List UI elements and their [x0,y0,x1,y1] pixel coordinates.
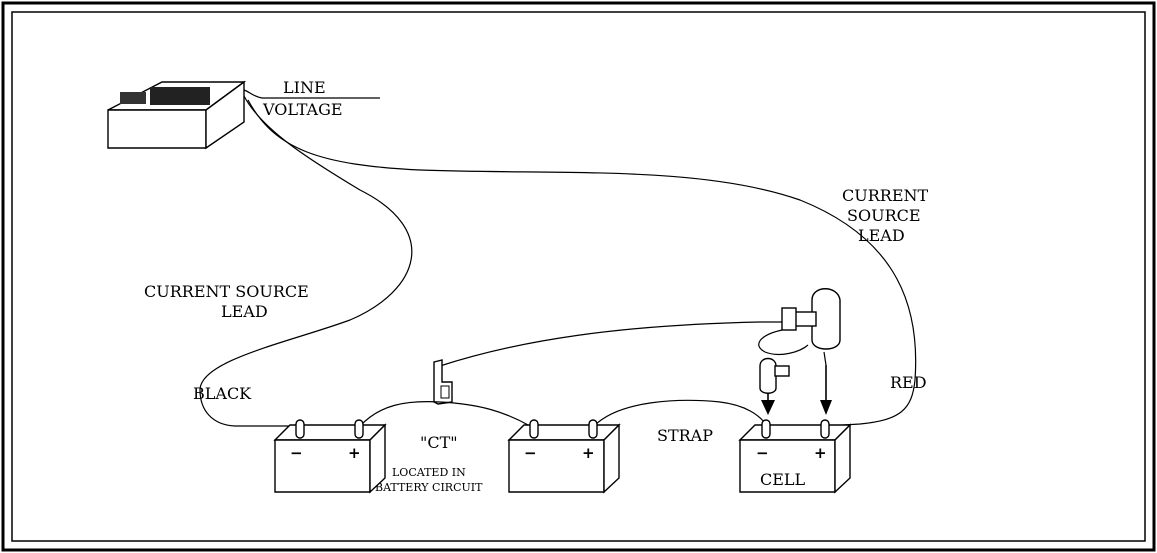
probe-pos-arrow [820,400,832,415]
inner-frame [11,11,1146,542]
probe-clip-jaw [781,307,797,331]
battery-2-pos-post [588,419,598,439]
battery-1: − + [273,419,387,494]
red-label: RED [890,373,927,392]
instrument-front [107,109,207,149]
battery-2-top [507,424,621,441]
ct-battery-circuit: BATTERY CIRCUIT [375,481,483,494]
line-voltage-cord [243,89,380,99]
battery-3-neg-post [761,419,771,439]
voltage-probe-assembly [758,288,841,415]
probe-coil [758,329,809,356]
battery-2-minus: − [524,444,537,462]
probe-neg-clip [774,365,790,377]
probe-neck [823,351,827,366]
line-voltage-label-bottom: VOLTAGE [262,100,343,119]
battery-1-neg-post [295,419,305,439]
battery-3-minus: − [756,444,769,462]
intercell-connector-1 [359,401,531,427]
battery-2-neg-post [529,419,539,439]
battery-3-top [738,424,852,441]
current-source-right-label-2: SOURCE [847,206,921,225]
instrument-display [120,92,146,104]
probe-handle [811,288,841,350]
cell-label: CELL [760,470,806,489]
battery-3-plus: + [814,444,827,462]
probe-neg-arrow [761,400,775,415]
battery-2-plus: + [582,444,595,462]
ct-located-in: LOCATED IN [392,466,466,479]
ct-lead [439,321,790,367]
battery-1-pos-post [354,419,364,439]
battery-1-plus: + [348,444,361,462]
test-instrument [107,80,247,150]
battery-1-side [369,423,386,494]
ct-label: "CT" [420,433,458,452]
battery-1-top [273,424,387,441]
strap-connector [593,399,768,427]
battery-3-side [834,423,851,494]
battery-3-pos-post [820,419,830,439]
red-current-lead [247,99,917,427]
black-label: BLACK [193,384,252,403]
line-voltage-label-top: LINE [283,78,326,97]
battery-3-cell: − + CELL [738,419,852,494]
ct-clamp [433,359,453,405]
strap-label: STRAP [657,426,713,445]
instrument-panel [150,87,210,105]
black-current-lead [199,95,413,427]
probe-neg-handle [759,357,777,394]
current-source-left-label-2: LEAD [221,302,268,321]
battery-1-minus: − [290,444,303,462]
battery-2-side [603,423,620,494]
current-source-right-label-3: LEAD [858,226,905,245]
battery-2: − + [507,419,621,494]
instrument-side [205,80,245,150]
current-source-left-label-1: CURRENT SOURCE [144,282,309,301]
current-source-right-label-1: CURRENT [842,186,929,205]
